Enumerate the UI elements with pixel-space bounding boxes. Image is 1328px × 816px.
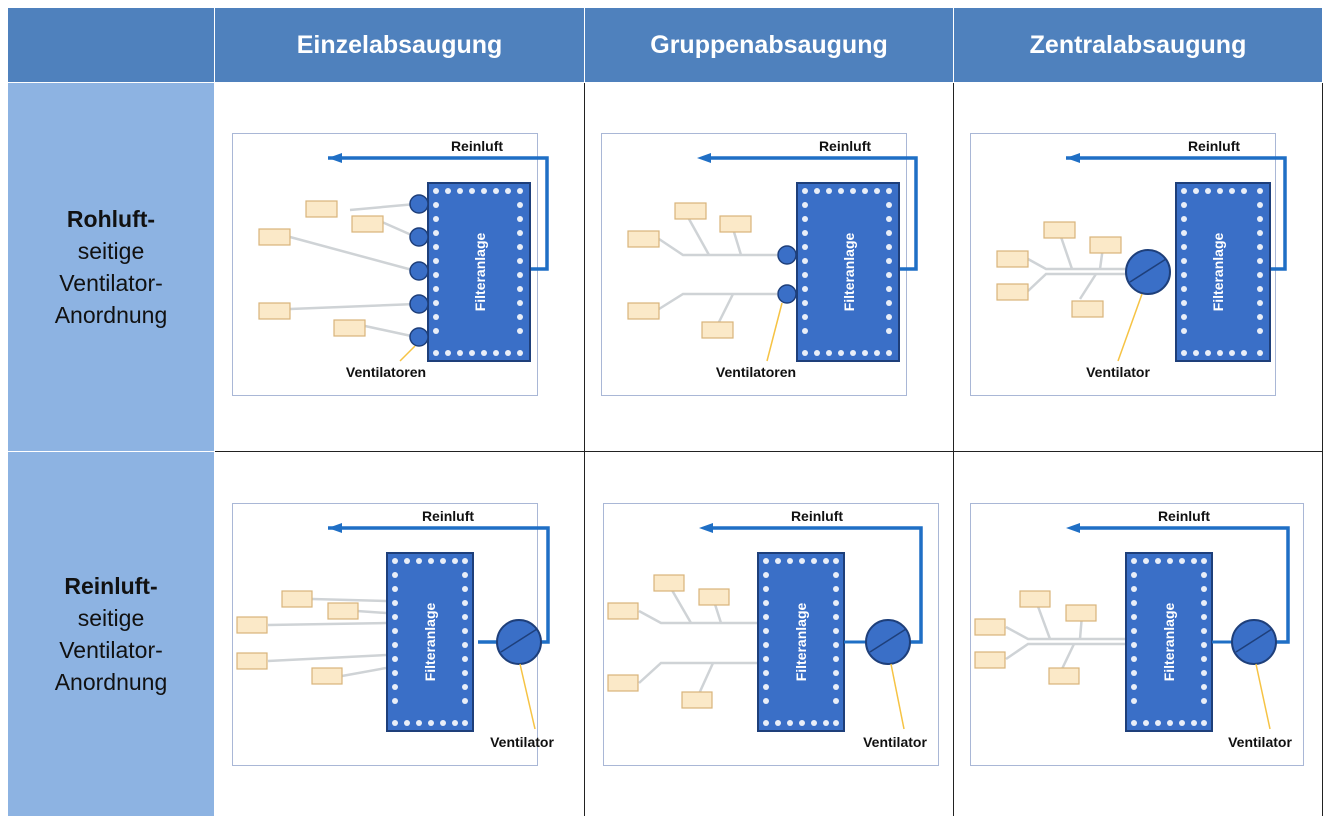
filter-unit bbox=[386, 552, 474, 732]
row-label-reinluft-line3: Anordnung bbox=[54, 669, 168, 696]
clean-air-duct bbox=[328, 156, 549, 271]
fan-icon bbox=[865, 619, 911, 665]
row-label-reinluft-line1: seitige bbox=[77, 604, 145, 631]
filter-dots bbox=[763, 558, 839, 726]
fan-icons bbox=[409, 194, 429, 347]
grid-line bbox=[215, 451, 1323, 452]
clean-air-label: Reinluft bbox=[1188, 138, 1240, 154]
extraction-hoods bbox=[236, 590, 359, 685]
filter-unit bbox=[796, 182, 900, 362]
filter-dots bbox=[1181, 188, 1263, 356]
arrow-icon bbox=[1066, 153, 1080, 163]
clean-air-label: Reinluft bbox=[791, 508, 843, 524]
column-header-gruppenabsaugung: Gruppenabsaugung bbox=[585, 8, 953, 82]
duct-lines bbox=[658, 218, 777, 325]
filter-label: Filteranlage bbox=[472, 233, 488, 312]
grid-line bbox=[584, 83, 585, 816]
filter-label: Filteranlage bbox=[422, 603, 438, 682]
fans-label: Ventilatoren bbox=[716, 364, 796, 380]
extraction-hoods bbox=[627, 202, 752, 339]
arrow-icon bbox=[699, 523, 713, 533]
pointer-line bbox=[399, 345, 416, 362]
fan-blade bbox=[869, 628, 907, 653]
fan-icon bbox=[1125, 249, 1171, 295]
pointer-line bbox=[1117, 293, 1143, 362]
diagram-zentral-rohluft: Reinluft Filteranlage Ventilator bbox=[970, 133, 1287, 396]
fan-blade bbox=[1129, 258, 1167, 283]
filter-label: Filteranlage bbox=[841, 233, 857, 312]
fan-icon bbox=[1231, 619, 1277, 665]
filter-dots bbox=[433, 188, 523, 356]
filter-dots bbox=[392, 558, 468, 726]
header-corner bbox=[8, 8, 214, 82]
arrow-icon bbox=[328, 153, 342, 163]
diagram-gruppe-rohluft: Reinluft Filteranlage Ventilatoren bbox=[601, 133, 918, 396]
fan-label: Ventilator bbox=[1086, 364, 1150, 380]
diagram-frame bbox=[232, 503, 538, 766]
filter-unit bbox=[757, 552, 845, 732]
row-label-reinluft: Reinluft- seitige Ventilator- Anordnung bbox=[8, 452, 214, 816]
pointer-line bbox=[1255, 663, 1271, 730]
clean-air-label: Reinluft bbox=[819, 138, 871, 154]
clean-air-duct bbox=[709, 156, 918, 271]
duct-lines bbox=[1027, 230, 1126, 300]
clean-air-label: Reinluft bbox=[422, 508, 474, 524]
pointer-line bbox=[766, 302, 783, 362]
fan-label: Ventilator bbox=[490, 734, 554, 750]
fans-label: Ventilatoren bbox=[346, 364, 426, 380]
extraction-hoods bbox=[607, 574, 730, 709]
diagram-einzel-rohluft: Reinluft Filteranlage Ventilatoren bbox=[232, 133, 549, 396]
fan-icons bbox=[777, 245, 797, 304]
pointer-line bbox=[519, 663, 536, 730]
arrow-icon bbox=[328, 523, 342, 533]
filter-unit bbox=[427, 182, 531, 362]
extraction-hoods bbox=[974, 590, 1097, 685]
clean-air-label: Reinluft bbox=[1158, 508, 1210, 524]
extraction-hoods bbox=[258, 200, 384, 337]
extraction-hoods bbox=[996, 221, 1122, 318]
diagram-zentral-reinluft: Reinluft Filteranlage Ventilator bbox=[970, 503, 1304, 766]
diagram-gruppe-reinluft: Reinluft Filteranlage Ventilator bbox=[603, 503, 939, 766]
row-label-rohluft-bold: Rohluft- bbox=[66, 205, 156, 232]
fan-blade bbox=[500, 628, 538, 653]
filter-label: Filteranlage bbox=[793, 603, 809, 682]
arrow-icon bbox=[697, 153, 711, 163]
row-label-reinluft-bold: Reinluft- bbox=[64, 572, 158, 599]
filter-unit bbox=[1125, 552, 1213, 732]
filter-unit bbox=[1175, 182, 1271, 362]
clean-air-label: Reinluft bbox=[451, 138, 503, 154]
column-header-zentralabsaugung: Zentralabsaugung bbox=[954, 8, 1322, 82]
arrow-icon bbox=[1066, 523, 1080, 533]
row-label-rohluft-line2: Ventilator- bbox=[59, 270, 163, 296]
row-label-rohluft: Rohluft- seitige Ventilator- Anordnung bbox=[8, 83, 214, 451]
grid-line bbox=[1322, 83, 1323, 816]
row-label-rohluft-line3: Anordnung bbox=[54, 302, 168, 329]
row-label-reinluft-line2: Ventilator- bbox=[59, 637, 163, 663]
row-label-rohluft-line1: seitige bbox=[77, 237, 145, 264]
duct-lines bbox=[267, 597, 387, 678]
filter-label: Filteranlage bbox=[1210, 233, 1226, 312]
filter-dots bbox=[802, 188, 892, 356]
diagram-einzel-reinluft: Reinluft Filteranlage Ventilator bbox=[232, 503, 554, 766]
grid-line bbox=[953, 83, 954, 816]
fan-blade bbox=[1235, 628, 1273, 653]
filter-dots bbox=[1131, 558, 1207, 726]
fan-icon bbox=[496, 619, 542, 665]
pointer-line bbox=[890, 663, 905, 730]
fan-label: Ventilator bbox=[863, 734, 927, 750]
filter-label: Filteranlage bbox=[1161, 603, 1177, 682]
fan-label: Ventilator bbox=[1228, 734, 1292, 750]
column-header-einzelabsaugung: Einzelabsaugung bbox=[215, 8, 584, 82]
